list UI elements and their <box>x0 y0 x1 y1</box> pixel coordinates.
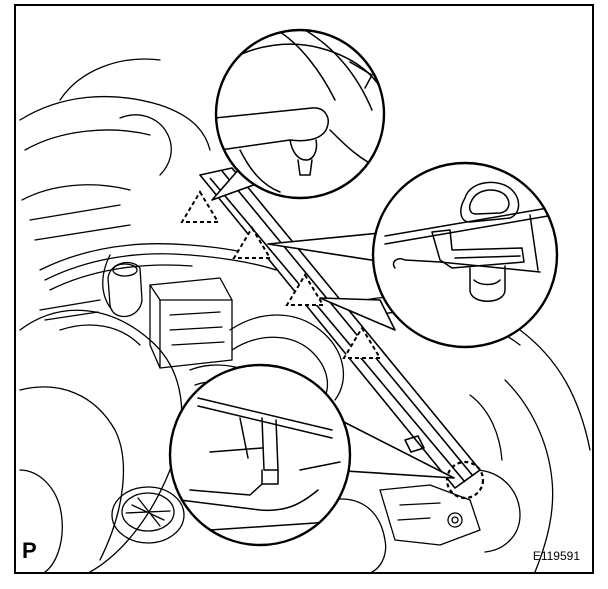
detail-callout-bottom <box>168 363 352 547</box>
callout-leaders <box>211 167 455 479</box>
detail-callout-top <box>214 28 386 200</box>
detail-callout-right <box>371 161 559 349</box>
dashed-triangle-clip-icon <box>342 326 382 359</box>
radiator-support-seal <box>199 167 481 489</box>
dashed-triangle-clip-icon <box>232 226 272 259</box>
dashed-circle-marker <box>445 460 485 500</box>
dashed-triangle-clip-icon <box>180 190 220 223</box>
figure-code: E119591 <box>532 549 580 563</box>
clip-markers <box>180 190 382 359</box>
view-direction-label: P <box>22 538 37 563</box>
dashed-triangle-clip-icon <box>285 273 325 306</box>
